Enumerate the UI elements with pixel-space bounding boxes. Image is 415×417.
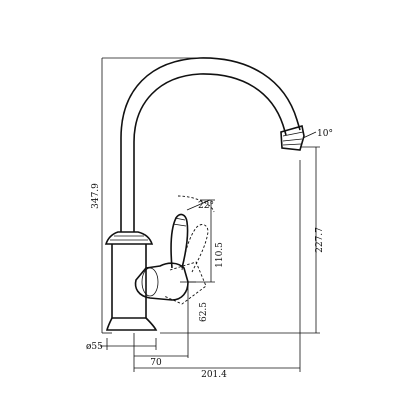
overall-height-label: 347.9 (91, 183, 101, 209)
spout-inner (133, 73, 287, 232)
tap-outline (104, 57, 305, 331)
tap-body (111, 244, 147, 319)
dimension-lines (100, 57, 320, 372)
collar (104, 231, 154, 245)
base-diameter-label: ø55 (86, 342, 103, 352)
dimension-labels: 347.9 227.7 110.5 62.5 ø55 70 201.4 10° … (86, 129, 333, 380)
lever-handle (170, 213, 189, 269)
handle-angle-label: 22° (198, 201, 214, 211)
handle-height-label: 110.5 (215, 242, 225, 268)
spout-angle-label: 10° (317, 129, 333, 139)
spout-reach-label: 201.4 (201, 370, 227, 380)
tap-base (105, 317, 158, 331)
base-to-handle-label: 62.5 (199, 302, 209, 322)
handle-offset-label: 70 (150, 358, 162, 368)
spout-aerator (280, 124, 305, 151)
spout-height-label: 227.7 (315, 227, 325, 253)
handle-rotated-position (163, 195, 215, 305)
